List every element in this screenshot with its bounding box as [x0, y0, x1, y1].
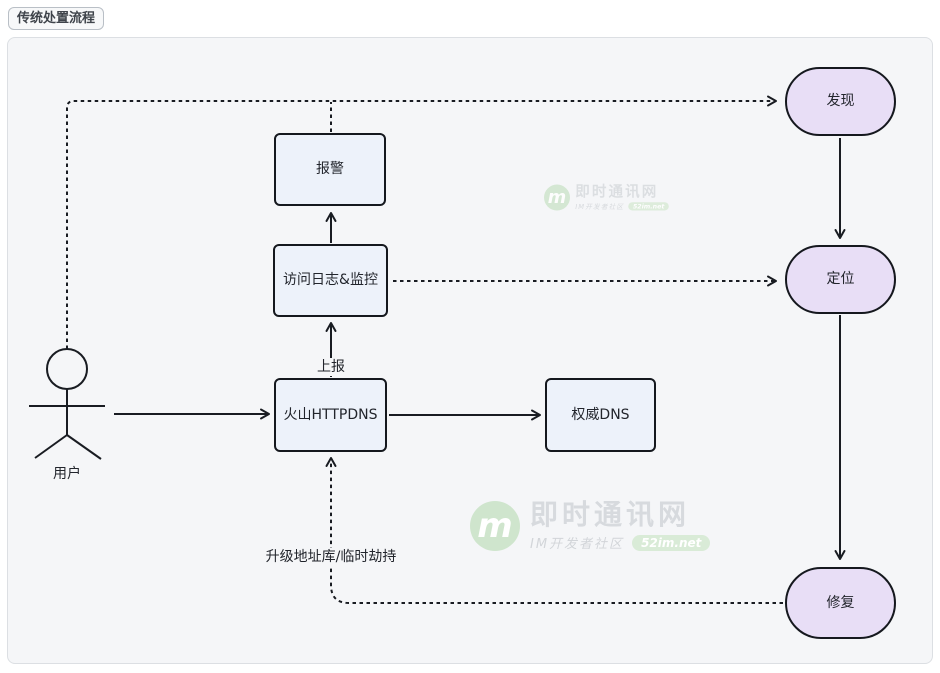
edge-fix-to-httpdns	[325, 457, 783, 604]
user-actor-label: 用户	[53, 466, 81, 482]
flow-edges-layer	[29, 95, 846, 604]
node-volcano-httpdns: 火山HTTPDNS	[274, 378, 387, 452]
user-actor-figure	[29, 348, 105, 460]
actor-head	[46, 348, 88, 390]
diagram-title-badge: 传统处置流程	[8, 7, 105, 30]
diagram-canvas: m 即时通讯网 IM开发者社区 52im.net m 即时通讯网 IM开发者社区…	[7, 37, 933, 664]
actor-leg-right	[66, 434, 102, 460]
node-locate: 定位	[785, 245, 896, 314]
node-alarm: 报警	[274, 133, 386, 206]
edge-label-remediate: 升级地址库/临时劫持	[261, 548, 401, 566]
edge-label-report: 上报	[313, 358, 349, 376]
node-discover: 发现	[785, 67, 896, 136]
edge-user-to-discover	[66, 95, 777, 349]
node-authoritative-dns: 权威DNS	[545, 378, 656, 452]
actor-leg-left	[34, 434, 68, 459]
node-access-logs-monitoring: 访问日志&监控	[273, 244, 388, 317]
node-fix: 修复	[785, 567, 896, 639]
